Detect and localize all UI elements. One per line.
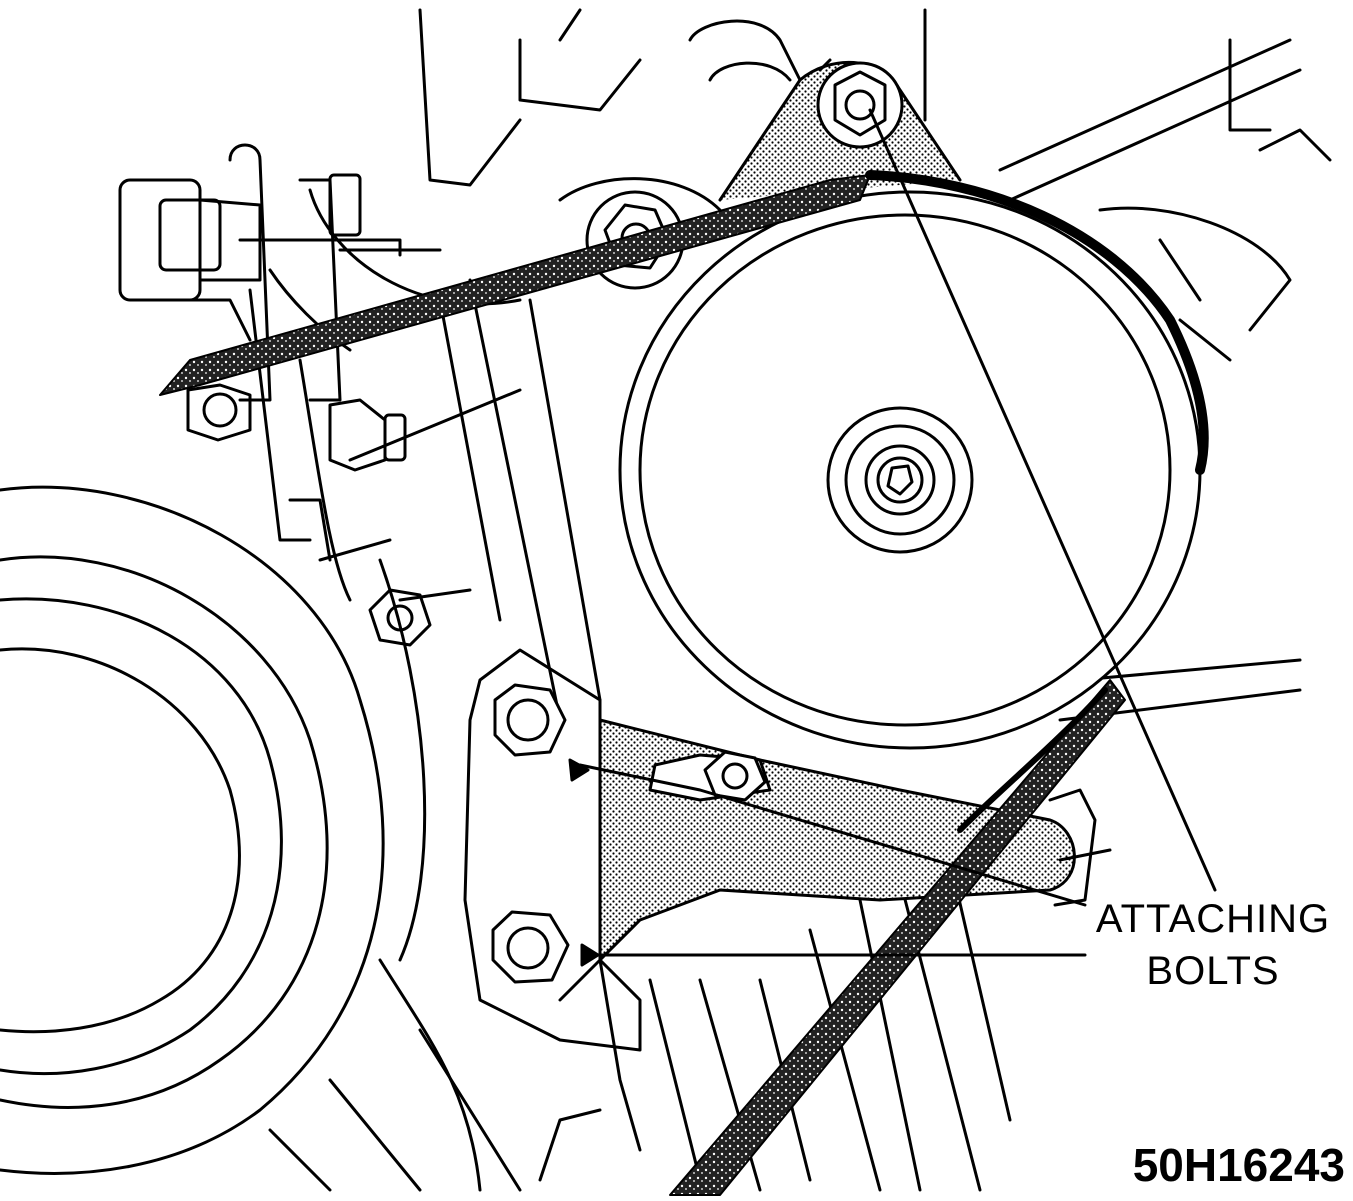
drive-belt [159, 170, 1209, 1196]
engine-block-outline [178, 8, 1332, 1192]
upper-pivot-bracket [718, 58, 962, 202]
hex-bolt-lower-bottom [491, 910, 570, 984]
callout-leader-lines [568, 108, 1217, 967]
callout-label-line2: BOLTS [1146, 949, 1280, 993]
callout-label-line1: ATTACHING [1095, 897, 1331, 941]
crankshaft-pulley [0, 485, 482, 1192]
alternator-pulley [618, 190, 1202, 750]
upper-bracket [118, 143, 362, 562]
hex-nut-mid [368, 588, 432, 647]
hex-bolt-upper-left [186, 383, 407, 472]
hex-bolt-lower-upper [493, 683, 567, 757]
figure-id: 50H16243 [1132, 1139, 1345, 1191]
hex-nut-center-slot [648, 750, 772, 802]
